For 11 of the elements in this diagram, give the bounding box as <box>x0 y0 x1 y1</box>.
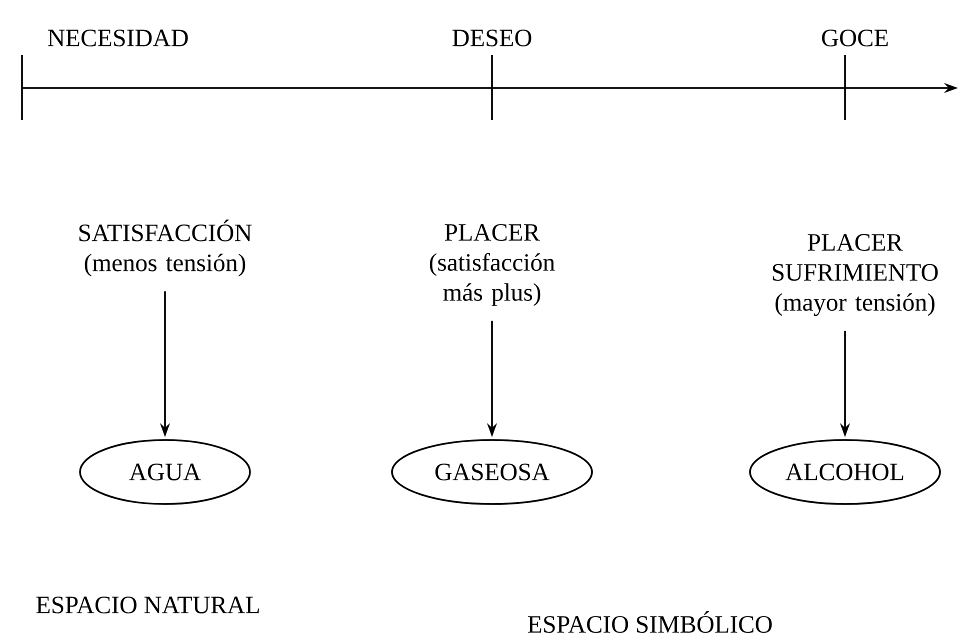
ellipse-node: ALCOHOL <box>749 439 941 505</box>
ellipse-node: GASEOSA <box>391 439 593 505</box>
region-label: ESPACIO SIMBÓLICO <box>528 611 772 633</box>
region-label: ESPACIO NATURAL <box>36 596 259 614</box>
concept-text: PLACER SUFRIMIENTO (mayor tensión) <box>772 234 938 316</box>
axis-label: DESEO <box>452 30 532 46</box>
ellipse-node: AGUA <box>79 439 251 505</box>
axis-label: NECESIDAD <box>48 30 188 46</box>
concept-text: SATISFACCIÓN (menos tensión) <box>79 220 252 276</box>
concept-text: PLACER (satisfacción más plus) <box>430 224 555 306</box>
axis-label: GOCE <box>822 30 888 46</box>
